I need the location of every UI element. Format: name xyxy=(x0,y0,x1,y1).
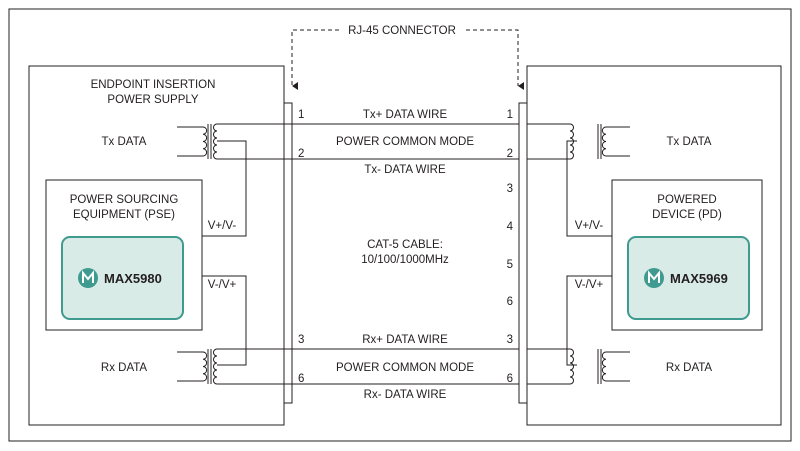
wire-labels: Tx+ DATA WIRE POWER COMMON MODE Tx- DATA… xyxy=(336,109,474,401)
left-pin-2: 2 xyxy=(298,148,304,160)
right-pin-4: 4 xyxy=(507,221,514,233)
tx-plus-wire-label: Tx+ DATA WIRE xyxy=(363,109,448,121)
pse-box xyxy=(45,179,203,331)
rx-plus-wire-label: Rx+ DATA WIRE xyxy=(362,334,448,346)
max5980-label: MAX5980 xyxy=(104,271,162,286)
right-pin-3a: 3 xyxy=(507,183,513,195)
left-panel: ENDPOINT INSERTION POWER SUPPLY Tx DATA … xyxy=(28,65,570,426)
right-rx-data-label: Rx DATA xyxy=(666,362,713,374)
max5969-label: MAX5969 xyxy=(670,271,728,286)
left-rx-data-label: Rx DATA xyxy=(101,362,148,374)
right-pin-3: 3 xyxy=(507,334,513,346)
left-pin-6: 6 xyxy=(298,373,304,385)
rj45-connector-callout: RJ-45 CONNECTOR xyxy=(291,25,524,90)
cable-label-line2: 10/100/1000MHz xyxy=(361,254,449,266)
rj45-connector-label: RJ-45 CONNECTOR xyxy=(348,25,456,37)
outer-frame xyxy=(8,8,792,442)
right-pin-6a: 6 xyxy=(507,296,513,308)
maxim-logo-icon xyxy=(644,268,664,288)
pse-title-line1: POWER SOURCING xyxy=(70,194,179,206)
right-pin-6: 6 xyxy=(507,373,513,385)
left-tx-data-label: Tx DATA xyxy=(102,136,147,148)
pd-title-line2: DEVICE (PD) xyxy=(652,209,722,221)
left-pin-3: 3 xyxy=(298,334,304,346)
right-connector-bar xyxy=(518,102,528,404)
right-pin-5: 5 xyxy=(507,259,513,271)
cable-label-line1: CAT-5 CABLE: xyxy=(367,239,443,251)
endpoint-title-line1: ENDPOINT INSERTION xyxy=(91,79,216,91)
right-panel: 1 2 3 4 5 6 3 6 Tx DATA POWERED DEVICE (… xyxy=(507,65,782,426)
max5980-chip xyxy=(61,236,184,320)
right-vplus-label: V+/V- xyxy=(575,220,604,232)
rx-minus-wire-label: Rx- DATA WIRE xyxy=(364,389,447,401)
power-common-top-label: POWER COMMON MODE xyxy=(336,136,474,148)
left-pin-1: 1 xyxy=(298,109,304,121)
tx-minus-wire-label: Tx- DATA WIRE xyxy=(364,164,446,176)
endpoint-title-line2: POWER SUPPLY xyxy=(107,94,198,106)
left-vminus-label: V-/V+ xyxy=(208,279,237,291)
right-tx-data-label: Tx DATA xyxy=(667,136,712,148)
right-vminus-label: V-/V+ xyxy=(575,279,604,291)
left-connector-bar xyxy=(283,102,293,404)
power-common-bottom-label: POWER COMMON MODE xyxy=(336,362,474,374)
maxim-logo-icon xyxy=(78,268,98,288)
pse-title-line2: EQUIPMENT (PSE) xyxy=(73,209,175,221)
right-pin-2: 2 xyxy=(507,148,513,160)
right-pin-1: 1 xyxy=(507,109,513,121)
pd-title-line1: POWERED xyxy=(657,194,716,206)
pd-box xyxy=(611,179,763,331)
max5969-chip xyxy=(627,236,750,320)
left-vplus-label: V+/V- xyxy=(208,220,237,232)
